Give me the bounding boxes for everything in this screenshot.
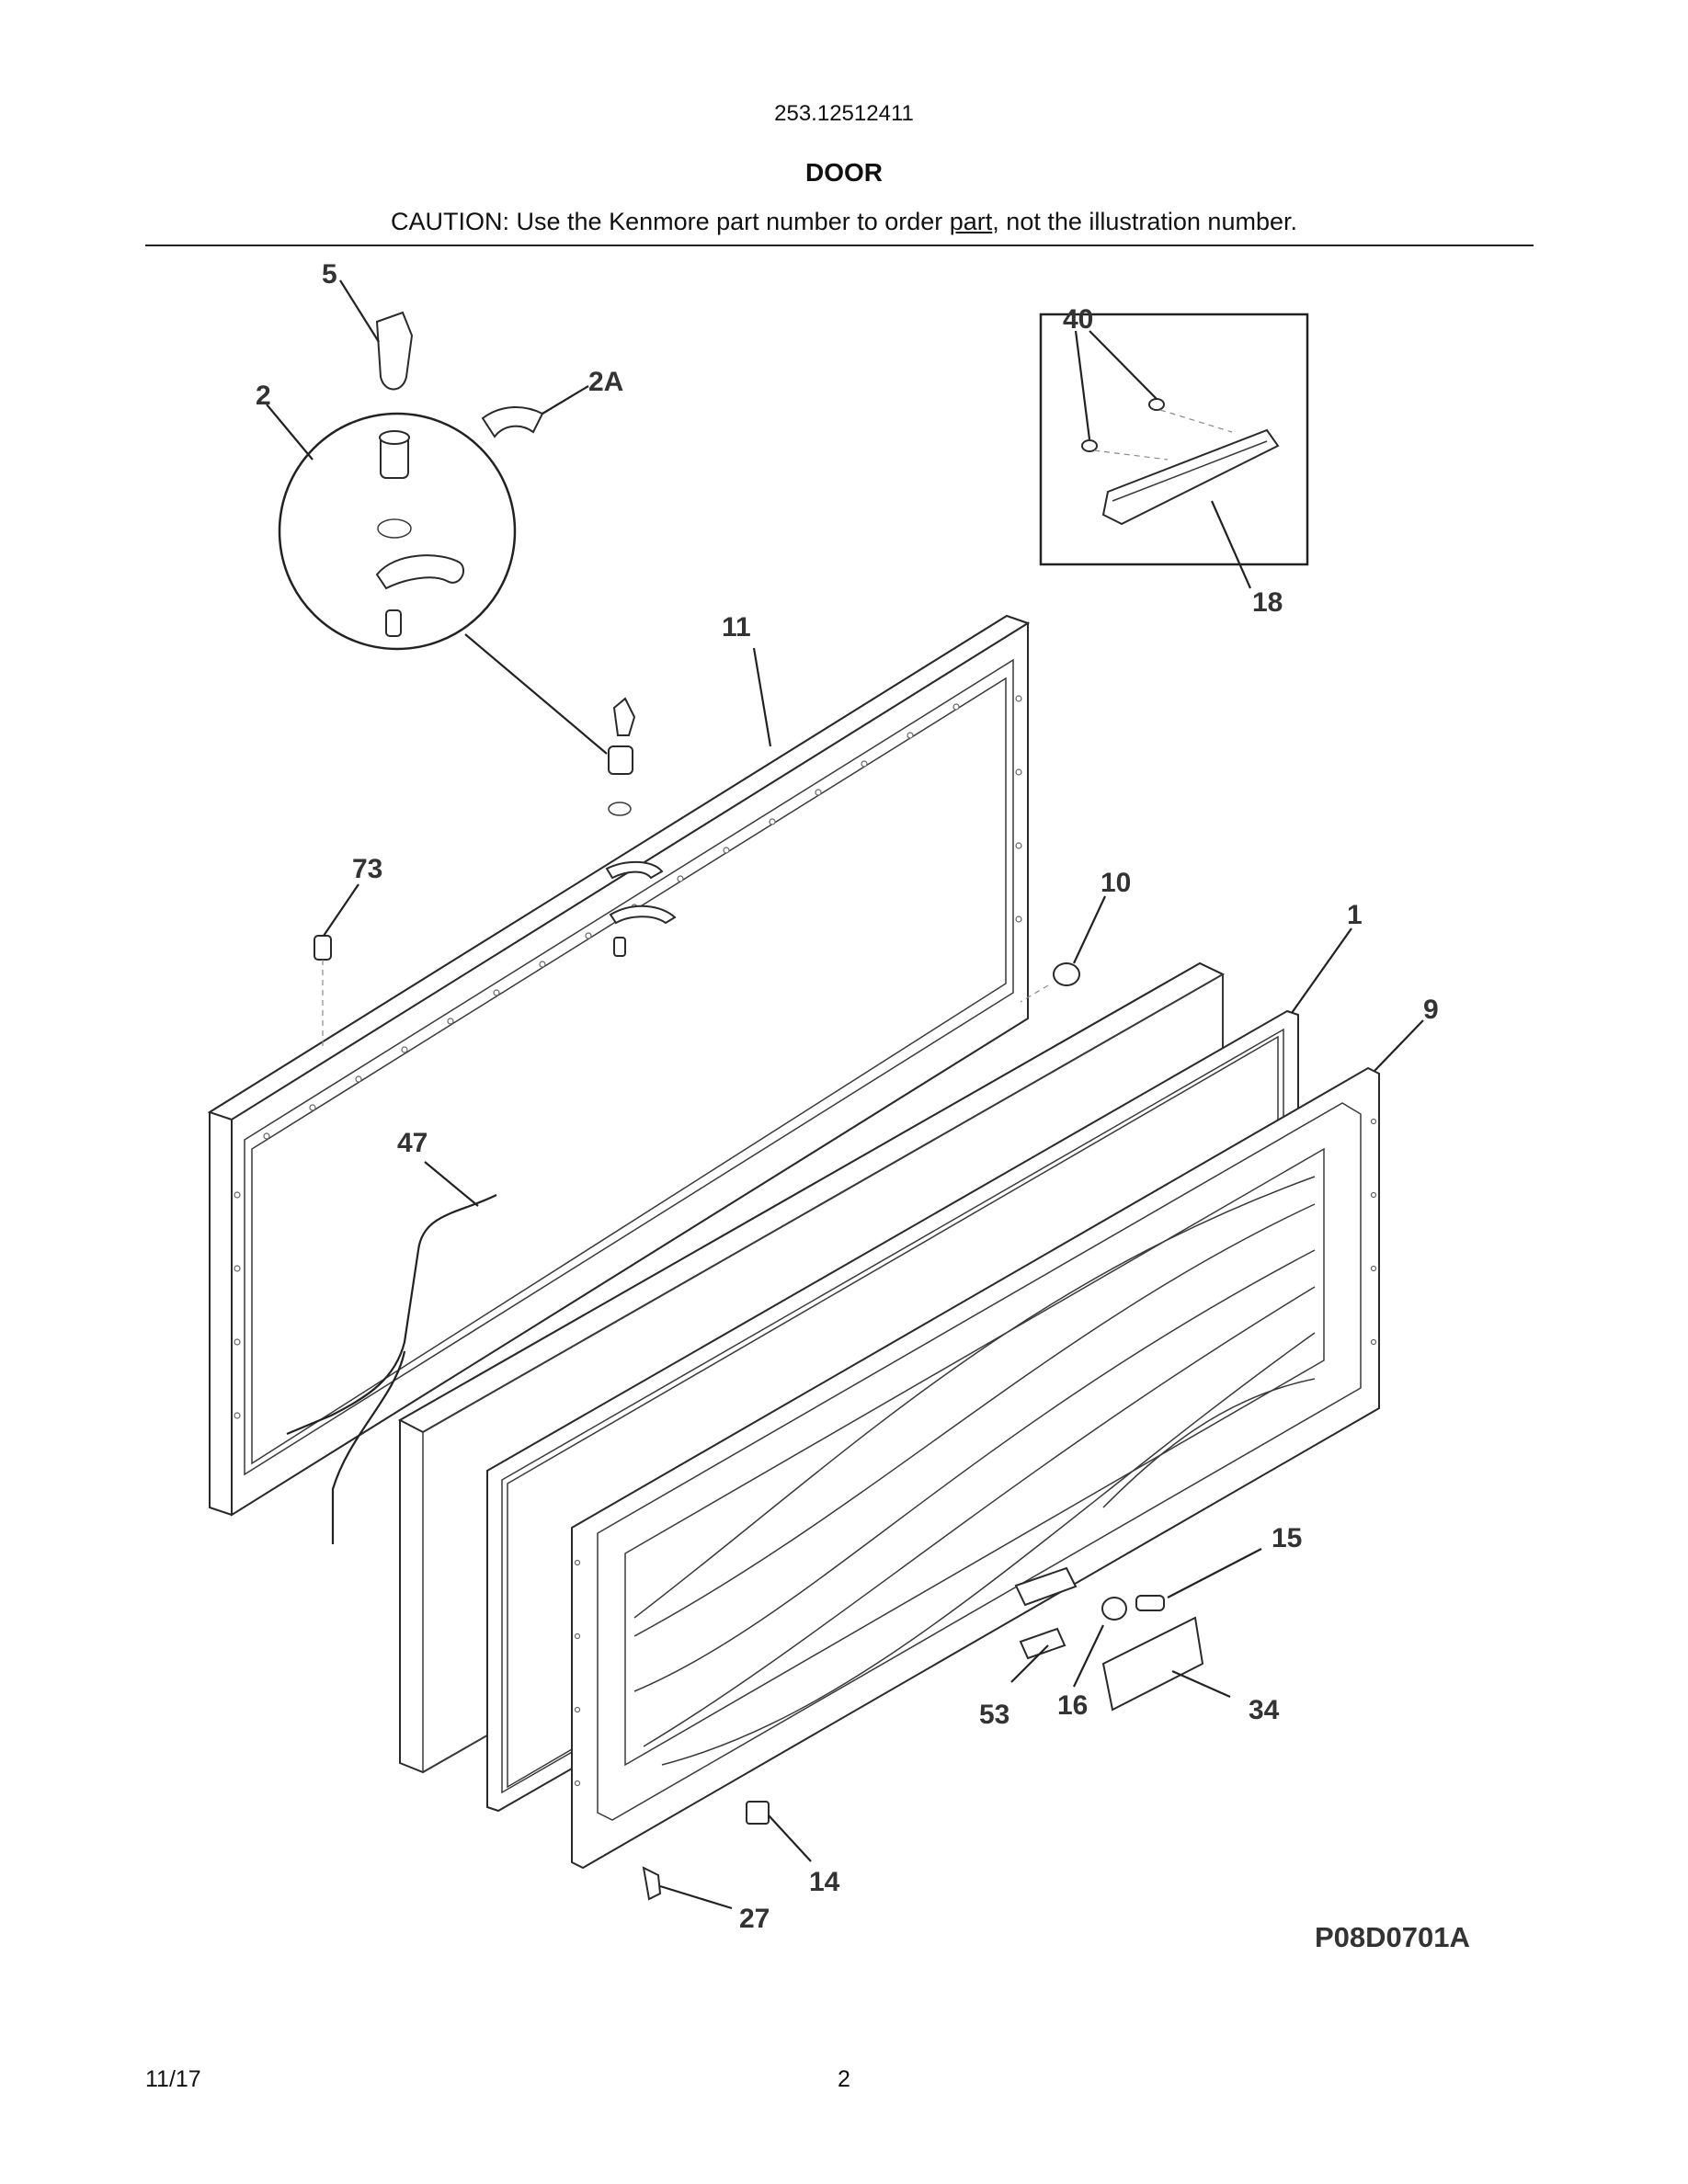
callout-labels: 5 2 2A 40 18 11 73 10 1 9 47 15 53 16 34… (256, 259, 1439, 1934)
caution-prefix: CAUTION: Use the Kenmore part number to … (391, 208, 950, 235)
callout-16: 16 (1057, 1690, 1088, 1721)
lead-53 (1010, 1644, 1049, 1683)
heater-wire (286, 1194, 497, 1544)
lead-16 (1073, 1624, 1104, 1688)
panel-screw-holes (234, 695, 1022, 1419)
hinge-detail-connector (464, 633, 608, 755)
section-title: DOOR (805, 158, 883, 187)
hinge-parts-on-panel (605, 697, 677, 957)
diagram-id: P08D0701A (1315, 1921, 1470, 1953)
callout-14: 14 (809, 1867, 840, 1897)
light-switch (746, 1801, 812, 1862)
callout-40: 40 (1063, 304, 1093, 335)
callout-53: 53 (979, 1700, 1009, 1730)
door-screw (642, 1866, 733, 1910)
header-rule (145, 245, 1534, 246)
lead-15 (1167, 1548, 1262, 1598)
inner-door-liner (571, 1066, 1380, 1870)
trim-inset-box (1039, 313, 1309, 566)
caution-suffix: , not the illustration number. (992, 208, 1297, 235)
handle-assembly (1014, 1566, 1204, 1712)
callout-47: 47 (397, 1128, 428, 1158)
callout-2a: 2A (588, 367, 623, 397)
callout-2: 2 (256, 381, 271, 411)
door-stop (1020, 962, 1080, 1003)
lead-34 (1171, 1669, 1231, 1699)
model-number: 253.12512411 (774, 101, 914, 126)
callout-9: 9 (1423, 995, 1439, 1025)
caution-note: CAUTION: Use the Kenmore part number to … (0, 208, 1688, 236)
hinge-detail-circle (278, 412, 517, 651)
callout-15: 15 (1272, 1523, 1302, 1553)
panel-plug (314, 935, 332, 1048)
callout-34: 34 (1249, 1695, 1280, 1725)
callout-11: 11 (722, 612, 751, 643)
callout-1: 1 (1347, 900, 1363, 930)
hinge-pin (375, 311, 414, 391)
callout-10: 10 (1101, 868, 1131, 898)
callout-leader-lines (266, 279, 1424, 1207)
footer-date: 11/17 (145, 2066, 201, 2092)
callout-18: 18 (1252, 587, 1283, 618)
liner-edge-holes (574, 1118, 1377, 1787)
callout-5: 5 (322, 259, 337, 290)
hinge-clip (481, 406, 544, 438)
footer-page-number: 2 (838, 2066, 850, 2092)
callout-73: 73 (352, 854, 382, 884)
caution-underlined-word: part (949, 208, 993, 235)
callout-27: 27 (739, 1904, 770, 1934)
